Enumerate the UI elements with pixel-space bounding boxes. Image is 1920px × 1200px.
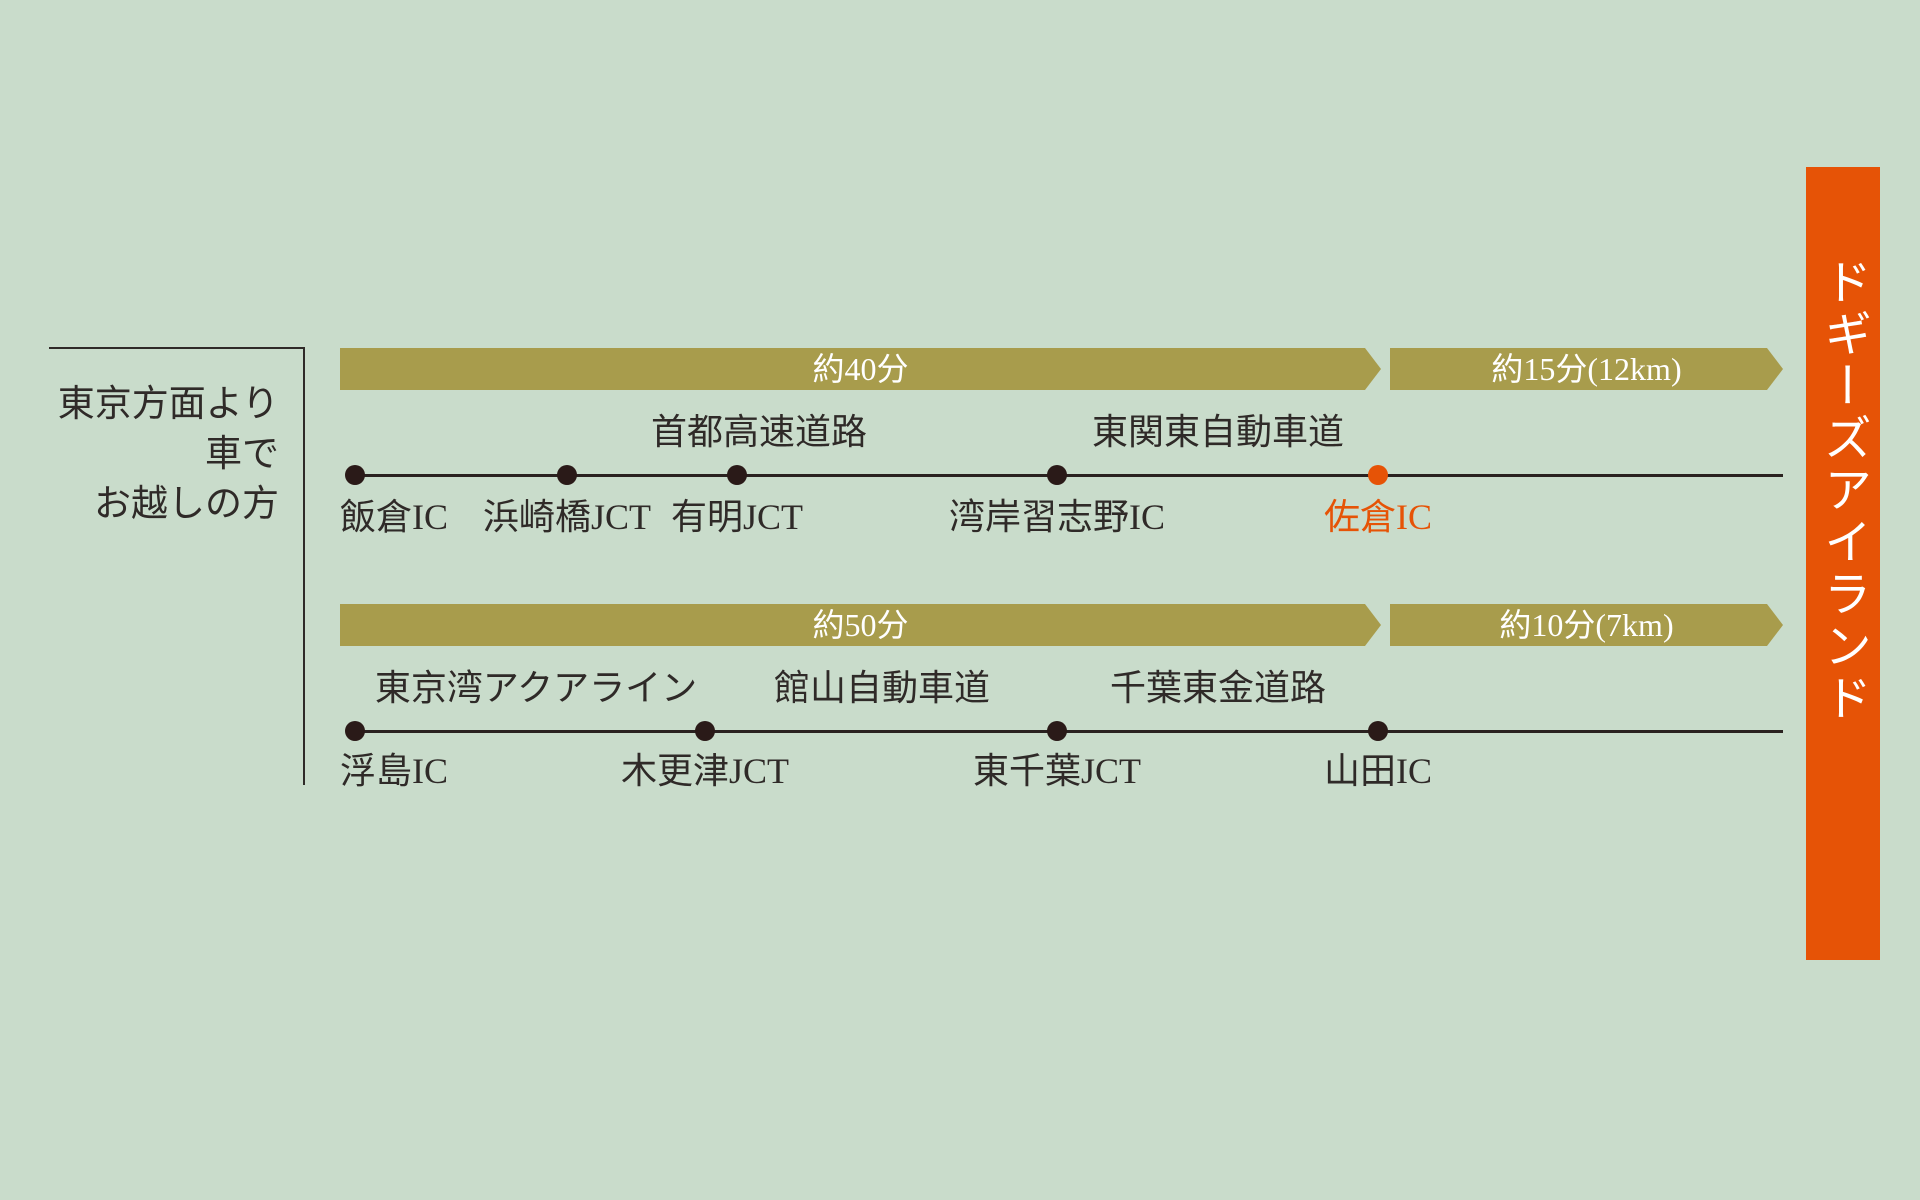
- route2-stop-dot: [345, 721, 365, 741]
- route1-stop-dot: [1047, 465, 1067, 485]
- intro-line-3: お越しの方: [94, 484, 279, 525]
- route1-stop-dot: [727, 465, 747, 485]
- route2-stop-label: 山田IC: [1323, 751, 1433, 791]
- bracket-top: [49, 347, 305, 349]
- route2-time-main: 約50分: [340, 604, 1381, 646]
- intro-text: 東京方面より 車で お越しの方: [58, 380, 279, 530]
- route1-stop-label: 湾岸習志野IC: [948, 497, 1166, 537]
- route1-stop-dot-highlight: [1368, 465, 1388, 485]
- route2-stop-label: 木更津JCT: [620, 751, 790, 791]
- route1-road-2: 東関東自動車道: [1091, 412, 1345, 452]
- destination-box: ドギーズアイランド: [1806, 167, 1880, 960]
- route1-stop-label: 有明JCT: [670, 497, 804, 537]
- route2-road-2: 館山自動車道: [773, 668, 991, 708]
- route1-stop-label-highlight: 佐倉IC: [1323, 497, 1433, 537]
- route1-road-1: 首都高速道路: [650, 412, 868, 452]
- destination-label: ドギーズアイランド: [1815, 257, 1871, 725]
- route2-line: [355, 730, 1783, 733]
- route2-stop-dot: [1368, 721, 1388, 741]
- route1-time-main: 約40分: [340, 348, 1381, 390]
- intro-line-2: 車で: [205, 434, 279, 475]
- route1-stop-dot: [557, 465, 577, 485]
- route2-stop-dot: [695, 721, 715, 741]
- route1-stop-label: 飯倉IC: [339, 497, 449, 537]
- route2-road-3: 千葉東金道路: [1109, 668, 1327, 708]
- route2-stop-dot: [1047, 721, 1067, 741]
- route2-stop-label: 浮島IC: [339, 751, 449, 791]
- route1-stop-dot: [345, 465, 365, 485]
- intro-line-1: 東京方面より: [57, 384, 279, 425]
- route2-time-last: 約10分(7km): [1390, 604, 1783, 646]
- route2-stop-label: 東千葉JCT: [972, 751, 1142, 791]
- route1-time-last: 約15分(12km): [1390, 348, 1783, 390]
- route2-road-1: 東京湾アクアライン: [374, 668, 698, 708]
- route1-line: [355, 474, 1783, 477]
- bracket-side: [303, 347, 305, 785]
- route1-stop-label: 浜崎橋JCT: [482, 497, 652, 537]
